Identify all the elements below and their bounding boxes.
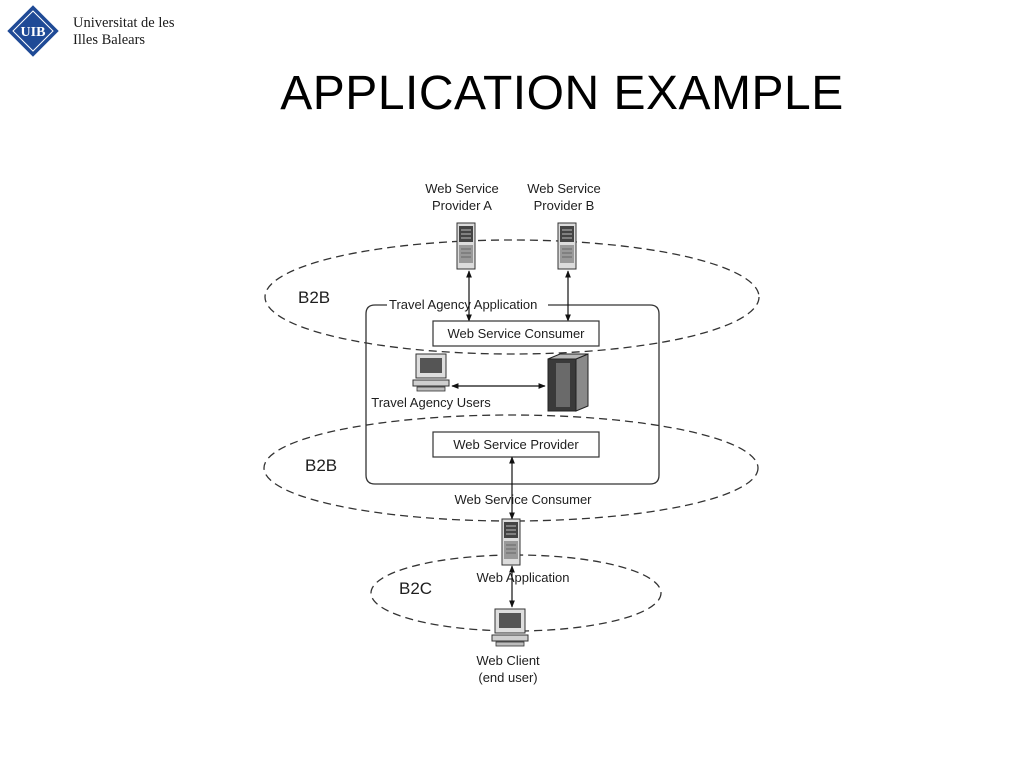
b2c-label: B2C [399,579,432,598]
university-name: Universitat de les Illes Balears [73,15,174,49]
uib-logo: UIB Universitat de les Illes Balears [6,4,206,62]
ws-consumer-label: Web Service Consumer [454,492,592,507]
web-application-server-icon [501,518,521,566]
university-name-line2: Illes Balears [73,32,146,48]
ws-consumer-box [432,320,600,347]
provider-b-label-line2: Provider B [534,198,595,213]
provider-a-server-icon [456,222,476,270]
b2b-middle-label: B2B [305,456,337,475]
b2b-top-zone [264,239,760,355]
ws-provider-box-label: Web Service Provider [453,437,579,452]
web-client-pc-icon [491,608,529,647]
provider-a-label-line1: Web Service [425,181,498,196]
agency-server-icon [547,353,589,412]
web-client-label-line1: Web Client [476,653,540,668]
provider-a-label-line2: Provider A [432,198,492,213]
travel-agency-application-label: Travel Agency Application [389,297,537,312]
provider-b-label-line1: Web Service [527,181,600,196]
b2b-top-label: B2B [298,288,330,307]
provider-b-server-icon [557,222,577,270]
travel-agency-users-pc-icon [412,353,450,392]
travel-agency-users-label: Travel Agency Users [371,395,491,410]
web-client-label-line2: (end user) [478,670,537,685]
web-application-label: Web Application [477,570,570,585]
university-name-line1: Universitat de les [73,15,175,31]
uib-logo-letters: UIB [21,25,46,40]
slide-title: APPLICATION EXAMPLE [280,67,844,120]
ws-provider-box [432,431,600,458]
uib-logo-emblem: UIB [7,5,59,57]
ws-consumer-box-label: Web Service Consumer [447,326,585,341]
